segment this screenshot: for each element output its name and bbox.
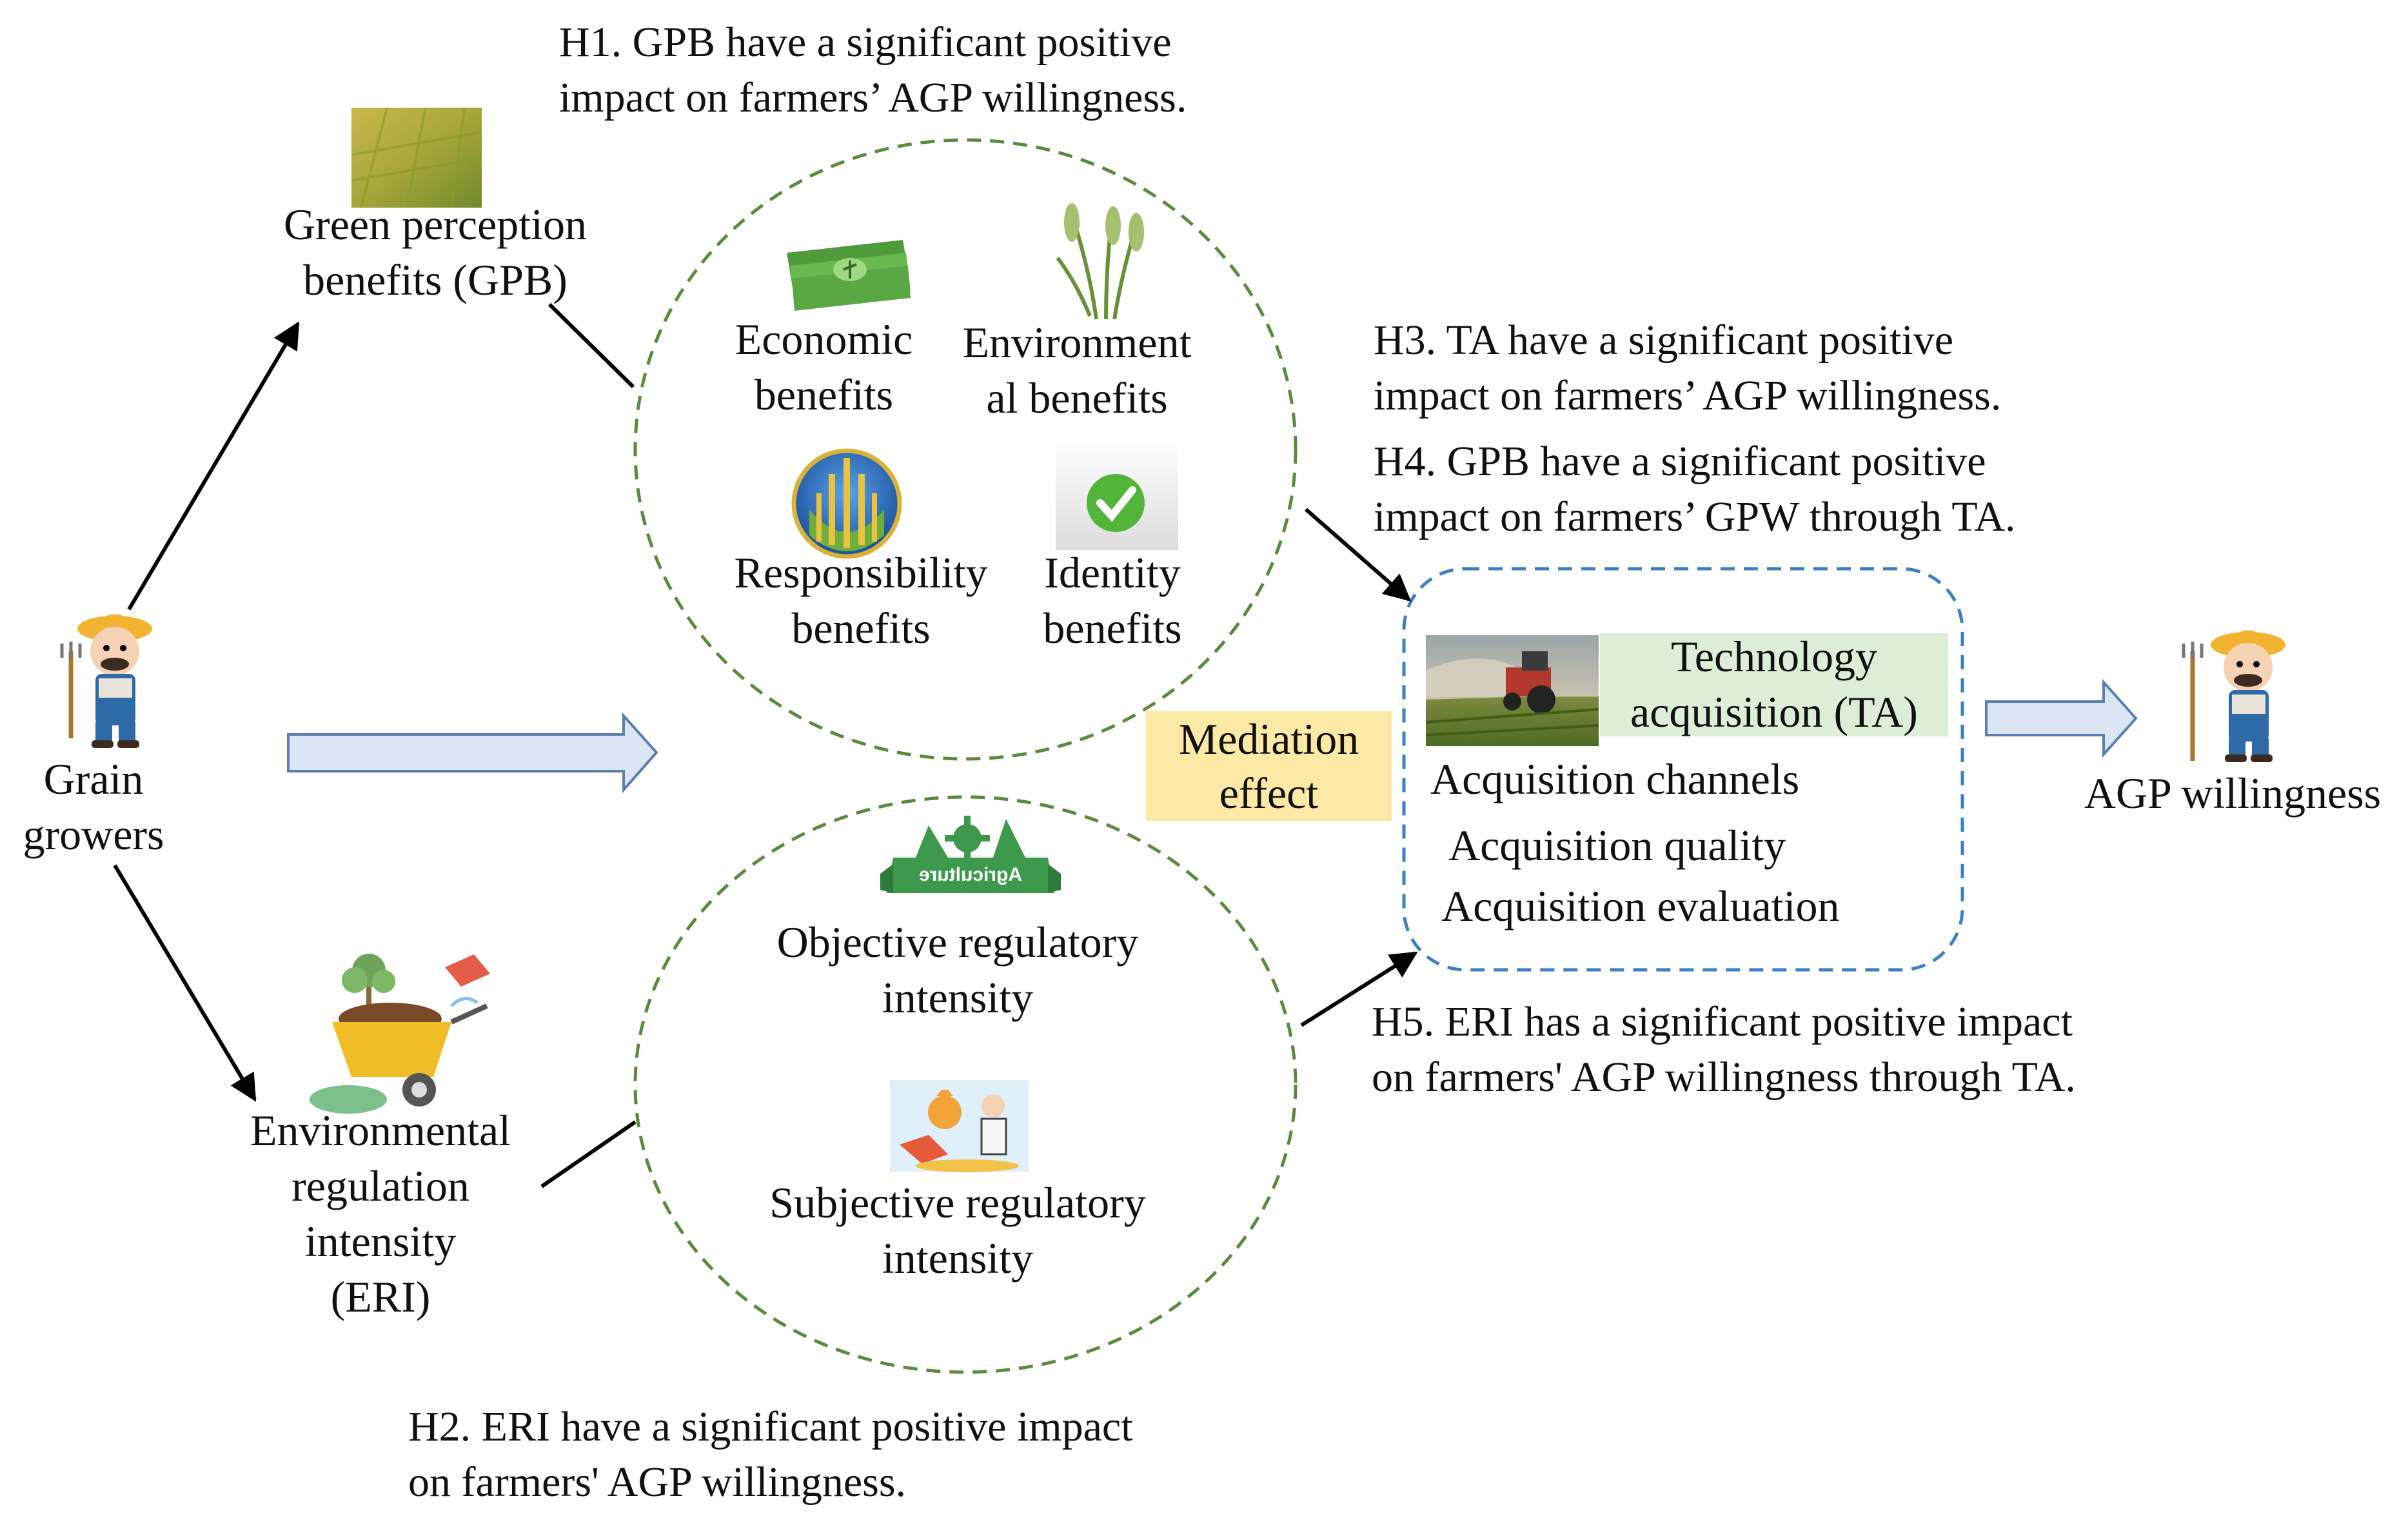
- subjective-label-line2: intensity: [882, 1234, 1034, 1283]
- ta-dashed-box: [1402, 567, 1964, 972]
- tractor-photo-icon: [1425, 635, 1599, 746]
- field-photo-icon: [351, 107, 482, 208]
- hypothesis-h3-line2: impact on farmers’ AGP willingness.: [1374, 372, 2002, 419]
- eri-dashed-circle: [633, 795, 1298, 1374]
- arrow-growers-to-gpb: [127, 321, 300, 611]
- responsibility-benefits-label: Responsibility benefits: [709, 545, 1012, 656]
- responsibility-label-line1: Responsibility: [734, 548, 988, 597]
- gpb-label-line2: benefits (GPB): [303, 255, 567, 304]
- eri-label-line4: (ERI): [330, 1272, 431, 1321]
- hypothesis-h4: H4. GPB have a significant positive impa…: [1374, 434, 2016, 545]
- block-arrow-left: [287, 712, 658, 794]
- identity-label-line1: Identity: [1044, 548, 1181, 597]
- identity-label-line2: benefits: [1043, 604, 1182, 653]
- grain-growers-label: Grain growers: [0, 751, 187, 862]
- objective-label-line2: intensity: [882, 973, 1034, 1022]
- gpb-node-label: Green perception benefits (GPB): [245, 197, 626, 308]
- arrow-eri-circle-to-ta: [1300, 951, 1418, 1027]
- responsibility-emblem-icon: [791, 448, 902, 559]
- arrow-gpb-circle-to-ta: [1305, 507, 1412, 602]
- economic-benefits-label: Economic benefits: [709, 311, 938, 422]
- eri-label-line3: intensity: [304, 1217, 457, 1266]
- eri-node-label: Environmental regulation intensity (ERI): [213, 1103, 548, 1324]
- hypothesis-h1-line1: H1. GPB have a significant positive: [559, 19, 1172, 66]
- money-icon: [787, 240, 911, 311]
- ta-item-channels: Acquisition channels: [1430, 754, 1800, 803]
- hypothesis-h2: H2. ERI have a significant positive impa…: [408, 1399, 1133, 1510]
- connector-eri-to-circle: [540, 1120, 637, 1188]
- agriculture-badge-text: Agriculture: [918, 864, 1023, 885]
- wheelbarrow-plant-icon: [310, 954, 490, 1114]
- farmer-icon: [60, 614, 152, 748]
- farmer-icon: [2182, 630, 2285, 762]
- ta-title-line1: Technology: [1670, 632, 1878, 681]
- agp-willingness-label: AGP willingness: [2084, 769, 2382, 818]
- gpb-dashed-circle: [633, 138, 1298, 761]
- environmental-benefits-label: Environment al benefits: [929, 315, 1225, 426]
- subjective-label-line1: Subjective regulatory: [769, 1178, 1146, 1227]
- responsibility-label-line2: benefits: [791, 604, 931, 653]
- hypothesis-h3: H3. TA have a significant positive impac…: [1374, 313, 2001, 424]
- block-arrow-right: [1985, 678, 2138, 758]
- hypothesis-h1: H1. GPB have a significant positive impa…: [559, 15, 1187, 126]
- hypothesis-h4-line1: H4. GPB have a significant positive: [1374, 438, 1986, 485]
- ta-title-line2: acquisition (TA): [1630, 687, 1918, 736]
- ta-item-evaluation: Acquisition evaluation: [1441, 881, 1840, 930]
- checkmark-icon: [1056, 442, 1178, 550]
- hypothesis-h2-line1: H2. ERI have a significant positive impa…: [408, 1403, 1133, 1450]
- agriculture-badge-icon: [880, 816, 1061, 893]
- eri-label-line2: regulation: [291, 1161, 469, 1210]
- grain-growers-line2: growers: [23, 810, 164, 859]
- hypothesis-h5: H5. ERI has a significant positive impac…: [1372, 994, 2076, 1105]
- grain-growers-line1: Grain: [43, 754, 144, 803]
- gpb-label-line1: Green perception: [283, 200, 587, 249]
- arrow-growers-to-eri: [113, 864, 257, 1102]
- hypothesis-h1-line2: impact on farmers’ AGP willingness.: [559, 74, 1187, 121]
- subjective-regulatory-intensity-label: Subjective regulatory intensity: [729, 1175, 1187, 1286]
- objective-regulatory-intensity-label: Objective regulatory intensity: [735, 914, 1180, 1025]
- hypothesis-h5-line1: H5. ERI has a significant positive impac…: [1372, 998, 2073, 1045]
- money-bag-handover-icon: [890, 1080, 1029, 1172]
- eri-label-line1: Environmental: [250, 1106, 511, 1155]
- hypothesis-h3-line1: H3. TA have a significant positive: [1374, 317, 1953, 364]
- mediation-effect-box: Mediation effect: [1146, 711, 1392, 821]
- objective-label-line1: Objective regulatory: [776, 918, 1139, 967]
- identity-benefits-label: Identity benefits: [1016, 545, 1209, 656]
- environmental-label-line2: al benefits: [986, 373, 1168, 422]
- ta-title: Technology acquisition (TA): [1600, 629, 1948, 740]
- hypothesis-h2-line2: on farmers' AGP willingness.: [408, 1459, 907, 1506]
- mediation-line1: Mediation: [1178, 714, 1359, 763]
- environmental-label-line1: Environment: [962, 318, 1192, 367]
- economic-label-line2: benefits: [754, 370, 894, 419]
- ta-item-quality: Acquisition quality: [1448, 821, 1786, 870]
- mediation-line2: effect: [1219, 769, 1319, 818]
- hypothesis-h4-line2: impact on farmers’ GPW through TA.: [1374, 493, 2016, 540]
- hypothesis-h5-line2: on farmers' AGP willingness through TA.: [1372, 1054, 2076, 1101]
- wheat-icon: [1056, 203, 1144, 320]
- economic-label-line1: Economic: [735, 315, 913, 364]
- ta-title-background: [1600, 633, 1948, 736]
- connector-gpb-to-circle: [548, 302, 635, 389]
